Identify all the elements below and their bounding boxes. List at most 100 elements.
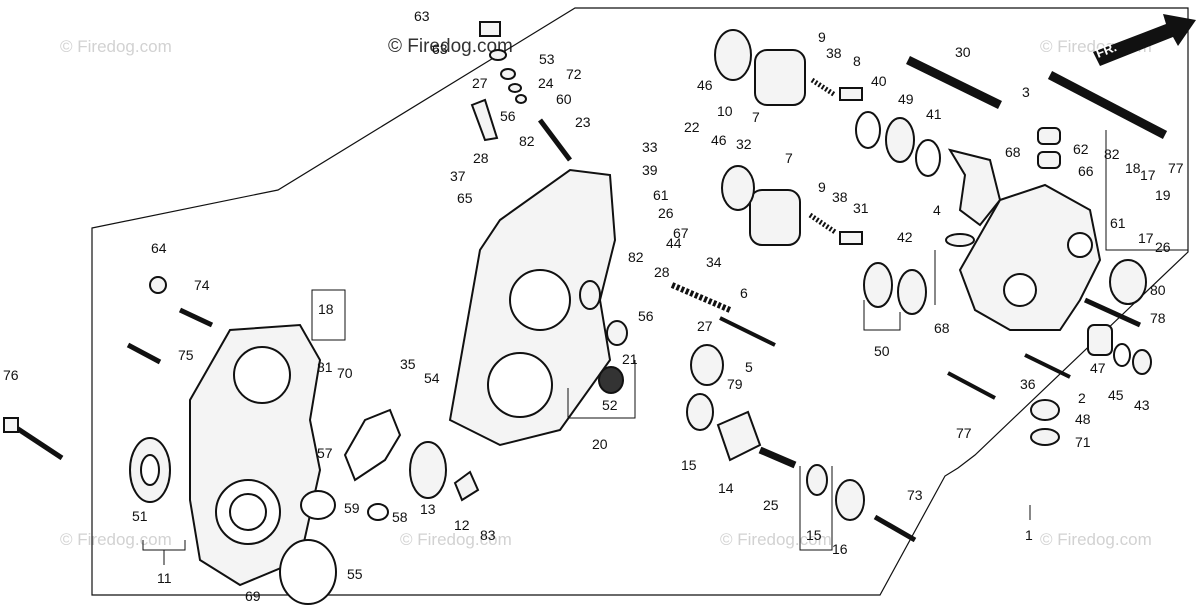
nut-64 xyxy=(149,276,167,294)
part-number: 8 xyxy=(853,53,861,69)
part-number: 43 xyxy=(1134,397,1150,413)
part-number: 19 xyxy=(1155,187,1171,203)
part-number: 59 xyxy=(344,500,360,516)
part-number: 61 xyxy=(1110,215,1126,231)
cylinder-7-lower xyxy=(749,189,801,246)
part-number: 25 xyxy=(763,497,779,513)
part-number: 30 xyxy=(955,44,971,60)
rear-housing xyxy=(958,183,1102,331)
part-number: 24 xyxy=(538,75,554,91)
part-number: 15 xyxy=(806,527,822,543)
bracket-20 xyxy=(567,360,636,419)
part-number: 27 xyxy=(697,318,713,334)
part-number: 7 xyxy=(785,150,793,166)
rear-housing-bore xyxy=(1003,273,1037,307)
bolt-36 xyxy=(1024,353,1071,379)
bearing-52 xyxy=(598,366,624,394)
part-number: 76 xyxy=(3,367,19,383)
part-number: 28 xyxy=(654,264,670,280)
pin-31 xyxy=(839,231,863,245)
washer-24 xyxy=(508,83,522,93)
bearing-80 xyxy=(1109,259,1147,305)
part-number: 62 xyxy=(1073,141,1089,157)
part-number: 9 xyxy=(818,179,826,195)
part-number: 52 xyxy=(602,397,618,413)
swash-plate-4 xyxy=(947,148,1002,227)
bolt-5 xyxy=(719,316,776,347)
part-number: 80 xyxy=(1150,282,1166,298)
part-number: 46 xyxy=(711,132,727,148)
collar-47 xyxy=(1087,324,1113,356)
part-number: 51 xyxy=(132,508,148,524)
front-direction-indicator: FR. xyxy=(1093,14,1196,66)
watermark: © Firedog.com xyxy=(60,37,172,56)
part-number: 26 xyxy=(658,205,674,221)
part-number: 3 xyxy=(1022,84,1030,100)
thrust-bearing-49 xyxy=(885,117,915,163)
part-number: 16 xyxy=(832,541,848,557)
pin-8 xyxy=(839,87,863,101)
part-number: 4 xyxy=(933,202,941,218)
part-number: 73 xyxy=(907,487,923,503)
part-number: 49 xyxy=(898,91,914,107)
washer-72 xyxy=(500,68,516,80)
part-number: 27 xyxy=(472,75,488,91)
part-62-b xyxy=(1037,151,1061,169)
cap-43 xyxy=(1132,349,1152,375)
plate-32 xyxy=(721,165,755,211)
part-number: 65 xyxy=(457,190,473,206)
part-number: 56 xyxy=(500,108,516,124)
washer-40 xyxy=(855,111,881,149)
part-number: 68 xyxy=(934,320,950,336)
left-cover-boss xyxy=(233,346,291,404)
watermark-main: © Firedog.com xyxy=(388,36,513,57)
valve-23 xyxy=(538,118,572,162)
part-number: 6 xyxy=(740,285,748,301)
watermark: © Firedog.com xyxy=(1040,530,1152,549)
bearing-51-bore xyxy=(140,454,160,486)
cylinder-7-upper xyxy=(754,49,806,106)
gasket-57 xyxy=(343,408,402,482)
part-number: 42 xyxy=(897,229,913,245)
bearing-50-b xyxy=(897,269,927,315)
rotor-13 xyxy=(409,441,447,499)
washer-53 xyxy=(489,49,507,61)
seal-48 xyxy=(1030,399,1060,421)
part-number: 18 xyxy=(1125,160,1141,176)
parts xyxy=(3,21,1168,605)
bolt-76 xyxy=(10,422,64,461)
shaft-3 xyxy=(1047,71,1168,139)
washer-41 xyxy=(915,139,941,177)
sleeve-14 xyxy=(716,410,762,462)
part-number: 17 xyxy=(1138,230,1154,246)
part-number: 74 xyxy=(194,277,210,293)
washer-45 xyxy=(1113,343,1131,367)
part-number: 23 xyxy=(575,114,591,130)
part-number: 39 xyxy=(642,162,658,178)
part-number: 69 xyxy=(245,588,261,604)
part-number: 82 xyxy=(519,133,535,149)
part-number: 48 xyxy=(1075,411,1091,427)
front-arrow-icon xyxy=(1093,14,1196,66)
bolt-76-head xyxy=(3,417,19,433)
part-number: 78 xyxy=(1150,310,1166,326)
part-number: 75 xyxy=(178,347,194,363)
part-number: 12 xyxy=(454,517,470,533)
oring-58 xyxy=(367,503,389,521)
part-number: 70 xyxy=(337,365,353,381)
part-number: 63 xyxy=(432,41,448,57)
bracket-50 xyxy=(863,300,901,331)
shaft-30 xyxy=(906,55,1002,110)
part-27-upper xyxy=(470,98,499,142)
part-number: 32 xyxy=(736,136,752,152)
plate-10 xyxy=(714,29,752,81)
part-number: 38 xyxy=(826,45,842,61)
part-number: 20 xyxy=(592,436,608,452)
part-number: 14 xyxy=(718,480,734,496)
part-number: 63 xyxy=(414,8,430,24)
part-number: 2 xyxy=(1078,390,1086,406)
cap-16 xyxy=(835,479,865,521)
part-number: 17 xyxy=(1140,167,1156,183)
part-number: 44 xyxy=(666,235,682,251)
part-12 xyxy=(453,470,480,502)
